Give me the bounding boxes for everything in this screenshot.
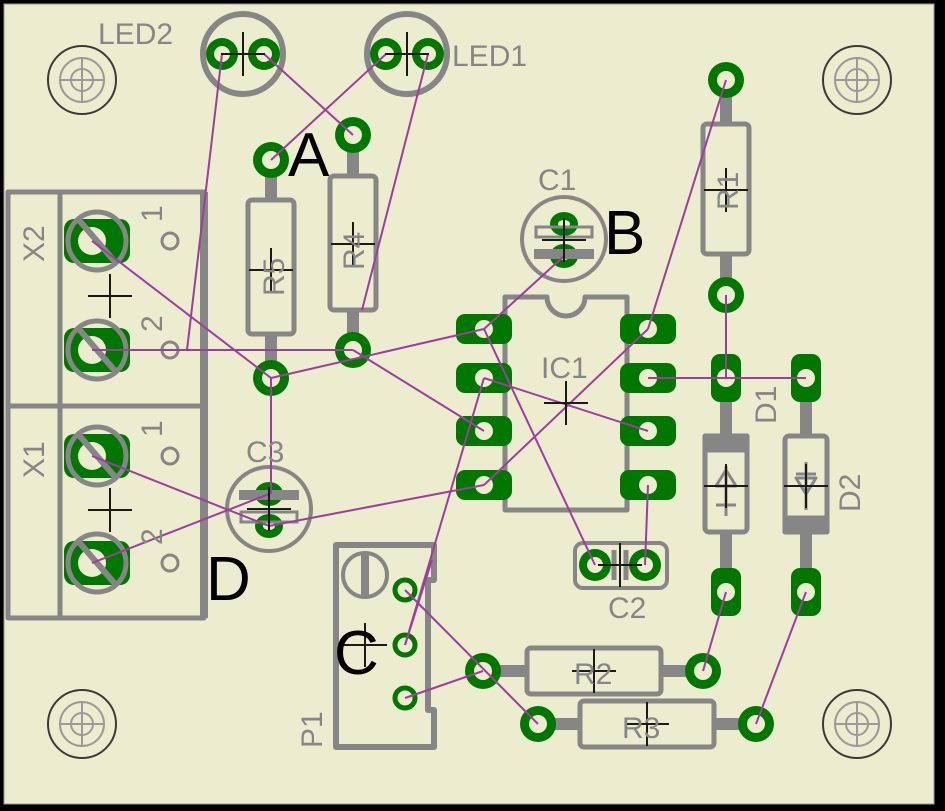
terminal-pad [64,424,130,488]
pin-label-x2-1: 1 [136,205,169,222]
label-c2: C2 [608,592,646,625]
pin-label-x1-1: 1 [136,420,169,437]
label-r4: R4 [338,232,371,270]
p1-body [333,542,437,750]
origin-cross [544,381,588,425]
mounting-hole-top-right [822,45,892,115]
origin-cross [704,464,748,508]
ratsnest-line [404,589,539,725]
origin-cross [331,222,375,266]
origin-cross [249,248,293,292]
origin-cross [88,488,132,532]
pin-label-x1-2: 2 [136,528,169,545]
p1-pad [392,577,418,603]
origin-cross [704,168,748,212]
annotation-b: B [604,199,645,268]
mounting-hole-bottom-left [47,689,117,759]
label-led1: LED1 [452,40,527,73]
ratsnest-line [483,255,565,330]
p1-pad [392,685,418,711]
annotation-c: C [334,619,379,688]
annotation-a: A [288,121,330,190]
label-d1: D1 [750,386,783,424]
ratsnest-line [404,670,484,699]
ratsnest-line [647,79,727,330]
ratsnest-line [270,328,485,379]
ratsnest-line [352,349,485,432]
ratsnest-line [404,559,433,646]
terminal-pad [64,209,130,273]
origin-cross [343,623,387,667]
pin-label-x2-2: 2 [136,315,169,332]
ratsnest-line [702,591,727,672]
ratsnest-line [644,484,649,566]
terminal-pad [64,531,130,595]
label-r1: R1 [712,172,745,210]
origin-cross [247,487,291,531]
label-c3: C3 [246,436,284,469]
ratsnest-line [755,591,807,725]
origin-cross [625,702,669,746]
origin-cross [385,32,429,76]
label-x2: X2 [18,225,51,262]
origin-cross [598,543,642,587]
label-d2: D2 [834,474,867,512]
ratsnest-line [186,53,223,351]
label-x1: X1 [18,441,51,478]
ic1-body [502,294,630,513]
label-r2: R2 [574,658,612,691]
origin-cross [221,32,265,76]
label-c1: C1 [538,164,576,197]
origin-cross [784,464,828,508]
origin-cross [542,218,586,262]
ratsnest-line [91,493,270,564]
ratsnest-line [361,53,429,311]
origin-cross [88,274,132,318]
ratsnest-line [263,53,354,136]
ratsnest-line [483,328,596,566]
ratsnest-line [270,53,387,161]
annotation-d: D [206,545,251,614]
mounting-hole-top-left [47,45,117,115]
origin-cross [572,649,616,693]
mounting-hole-bottom-right [822,689,892,759]
ratsnest-line [268,484,485,527]
label-led2: LED2 [98,18,173,51]
label-p1: P1 [296,711,329,748]
label-ic1: IC1 [541,352,588,385]
ratsnest-line [91,455,270,527]
label-r5: R5 [258,258,291,296]
ratsnest-line [91,240,272,379]
label-r3: R3 [622,712,660,745]
p1-pad [392,632,418,658]
